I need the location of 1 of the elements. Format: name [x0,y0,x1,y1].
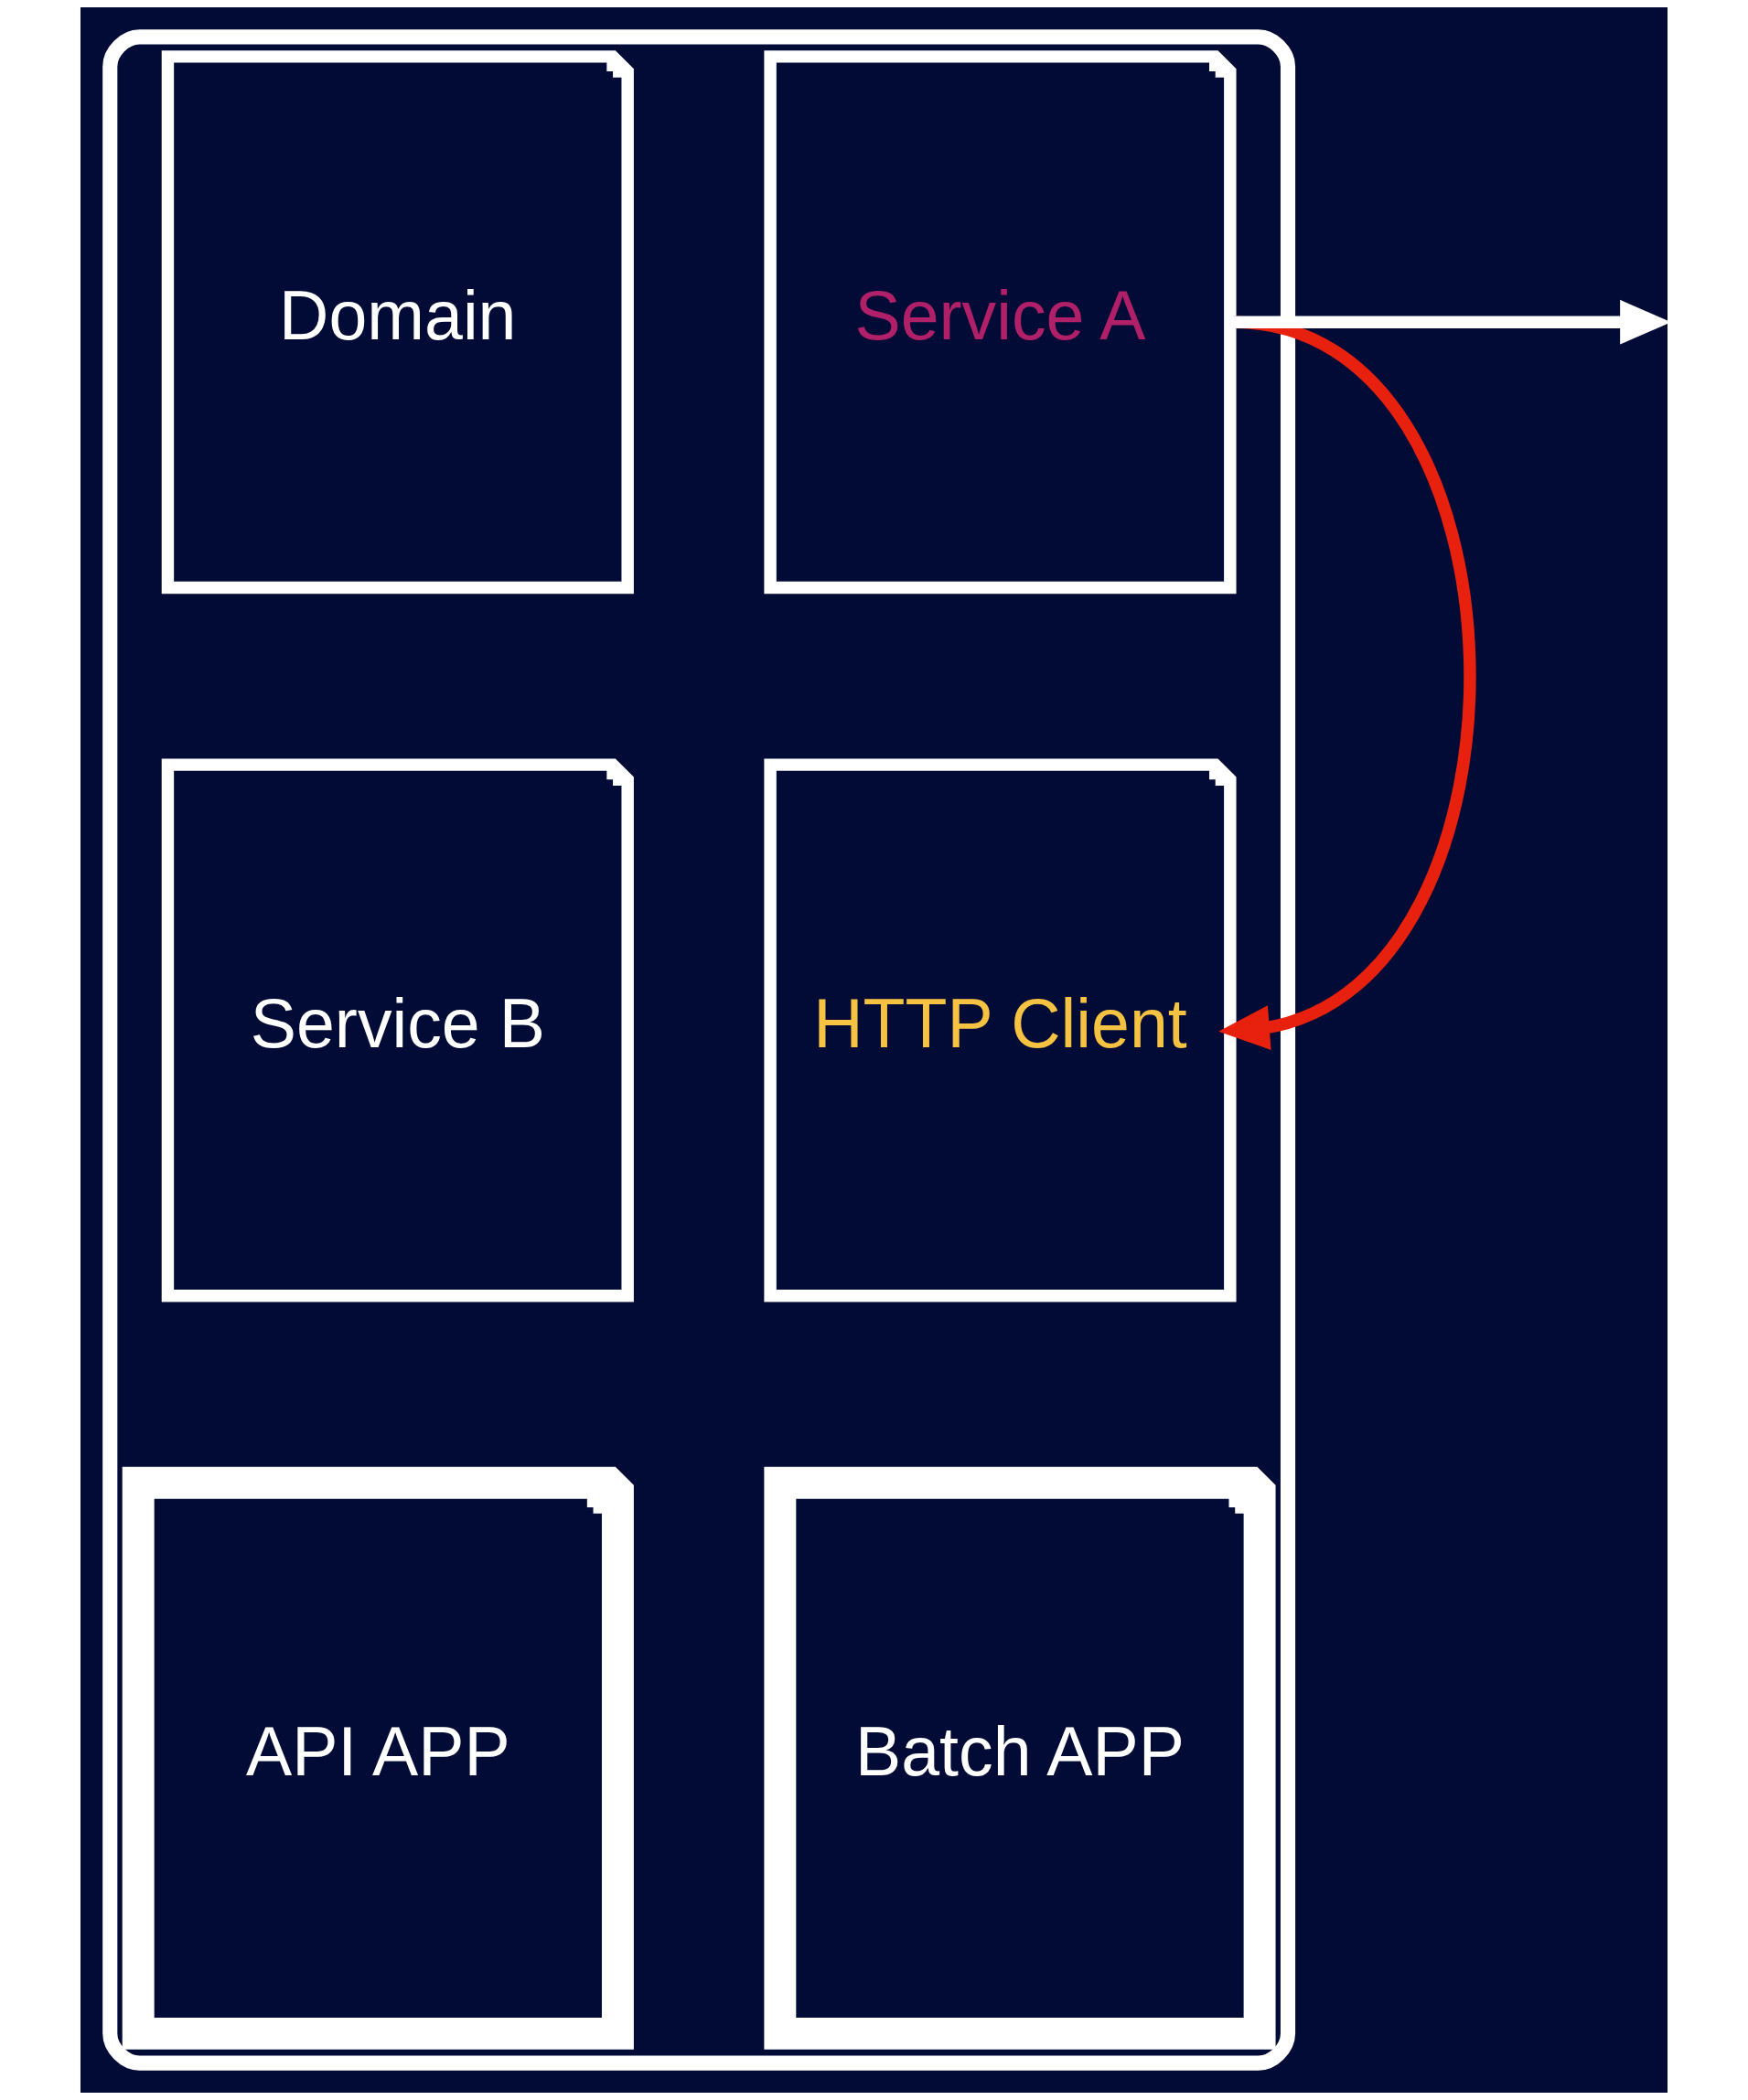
cluster [102,29,1296,2071]
